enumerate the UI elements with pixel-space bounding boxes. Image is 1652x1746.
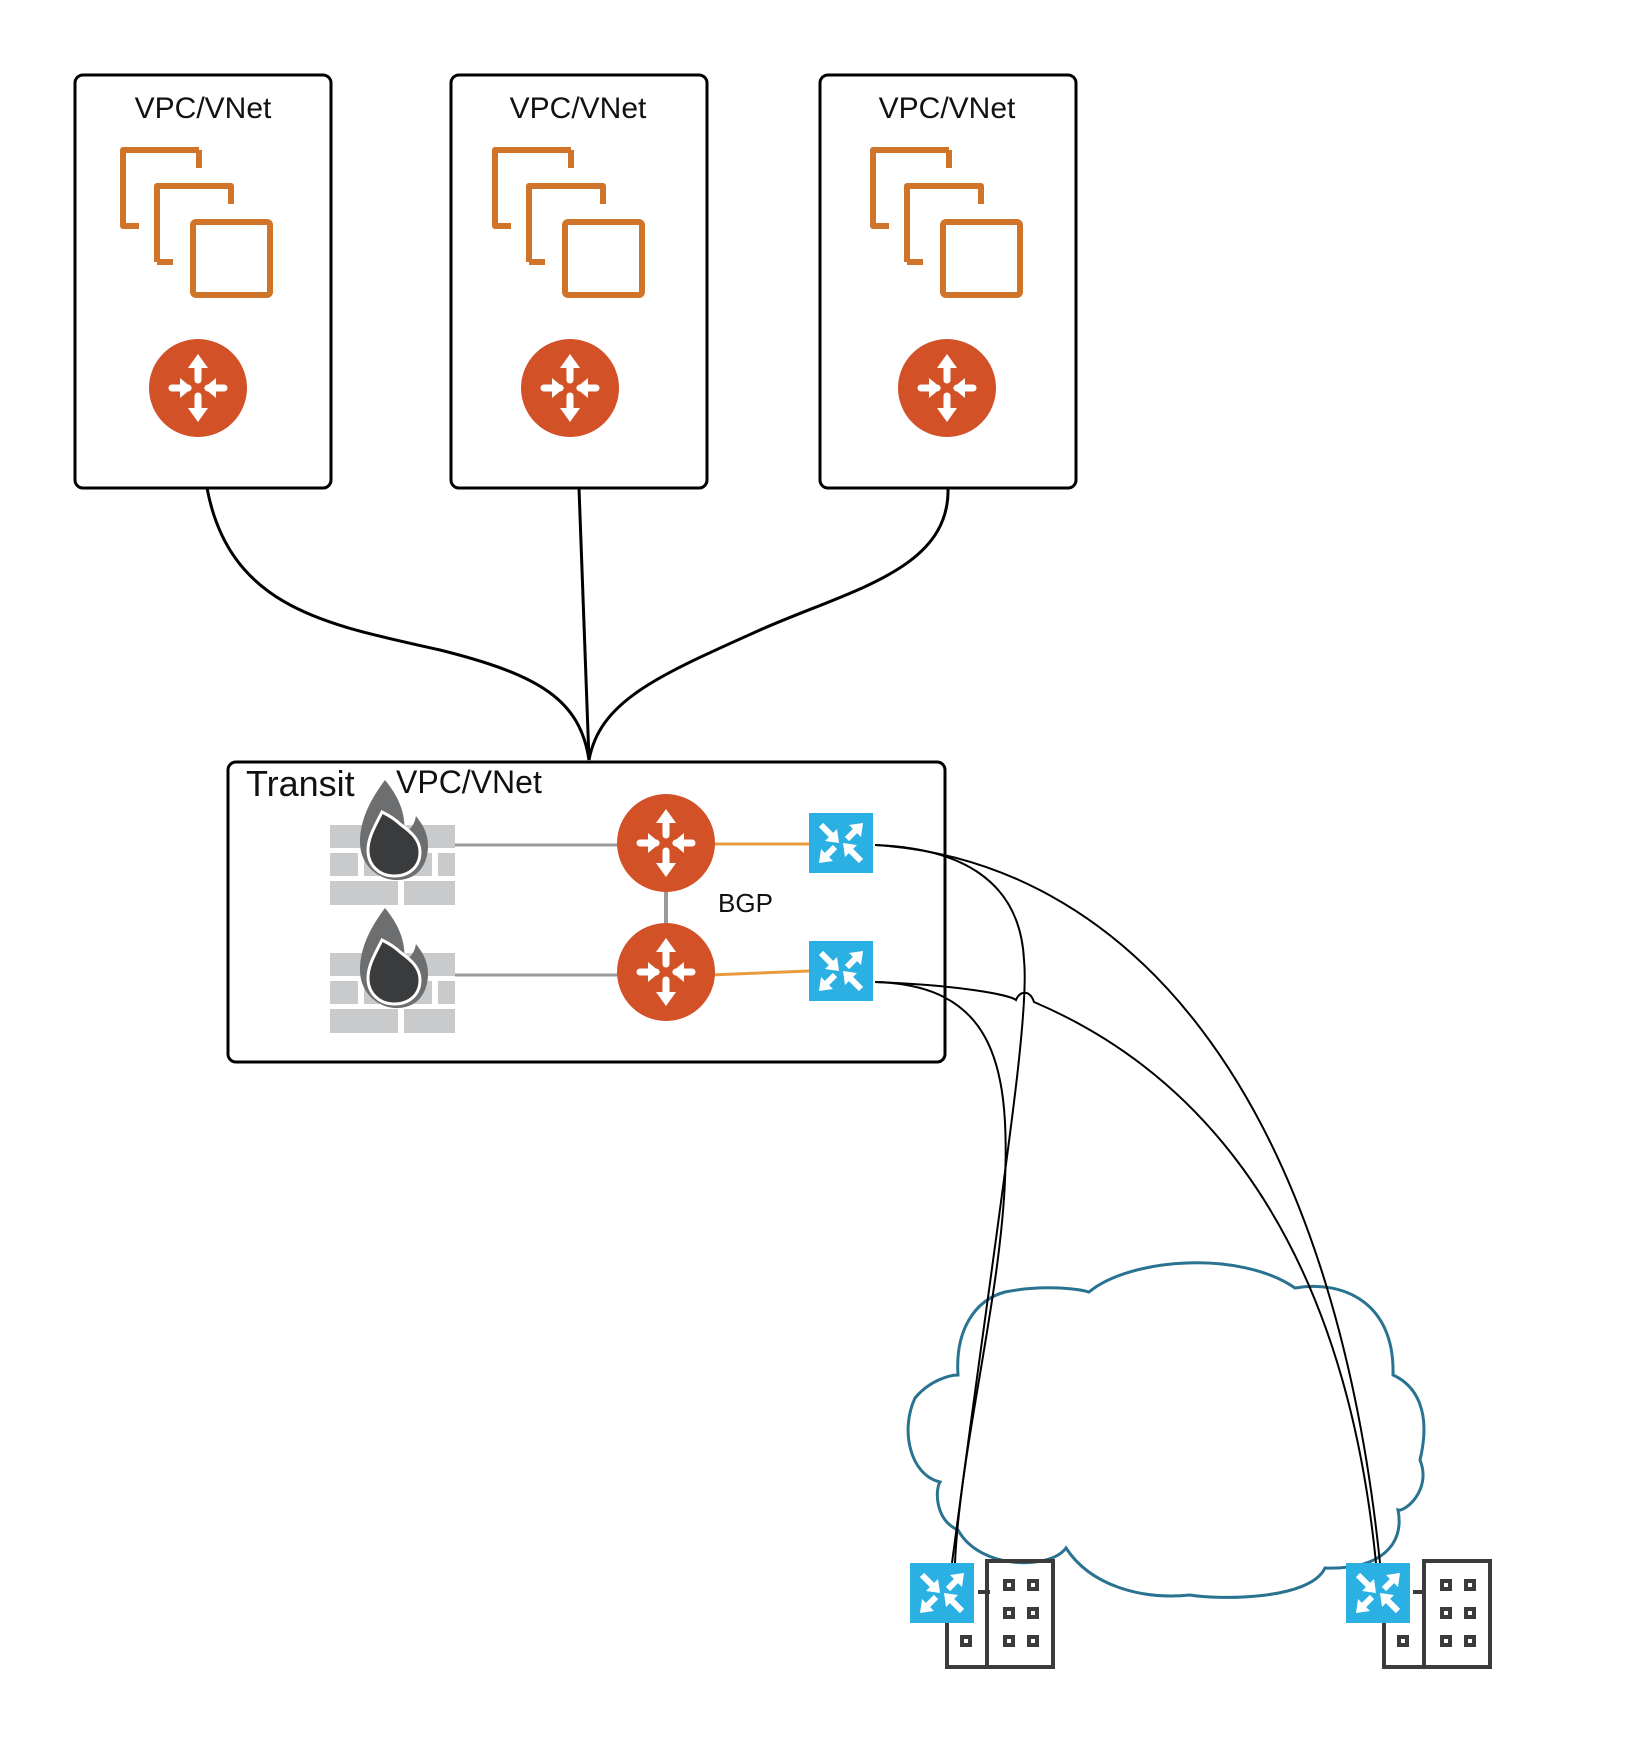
site-2[interactable] bbox=[1346, 1559, 1492, 1669]
switch-icon[interactable] bbox=[809, 813, 873, 873]
switch-icon[interactable] bbox=[1346, 1563, 1410, 1623]
spoke-link-1 bbox=[205, 487, 591, 761]
transit-vpc[interactable]: Transit VPC/VNet BGP bbox=[226, 760, 947, 1064]
transit-subtitle: VPC/VNet bbox=[396, 764, 542, 800]
spoke-vpc-1[interactable]: VPC/VNet bbox=[73, 73, 333, 490]
switch-icon[interactable] bbox=[809, 941, 873, 1001]
switch-icon[interactable] bbox=[910, 1563, 974, 1623]
spoke-links bbox=[205, 487, 950, 761]
router-icon[interactable] bbox=[898, 339, 996, 437]
wan-link-gw1-site2 bbox=[874, 844, 1381, 1564]
bgp-label: BGP bbox=[718, 888, 773, 918]
router-icon[interactable] bbox=[617, 794, 715, 892]
router-icon[interactable] bbox=[617, 923, 715, 1021]
wan-link-gw2-site1 bbox=[874, 981, 1007, 1564]
spoke-vpc-2[interactable]: VPC/VNet bbox=[449, 73, 709, 490]
spoke-vpc-label: VPC/VNet bbox=[510, 92, 647, 125]
spoke-link-2 bbox=[577, 487, 591, 761]
spoke-vpc-3[interactable]: VPC/VNet bbox=[818, 73, 1078, 490]
wan-links bbox=[874, 844, 1381, 1564]
spoke-vpc-label: VPC/VNet bbox=[879, 92, 1016, 125]
cloud-icon bbox=[906, 1261, 1426, 1599]
router-gateway-link-2 bbox=[709, 969, 810, 977]
spoke-link-3 bbox=[587, 487, 950, 761]
router-icon[interactable] bbox=[521, 339, 619, 437]
site-1[interactable] bbox=[910, 1559, 1055, 1669]
wan-link-gw2-site2 bbox=[874, 981, 1377, 1564]
transit-title: Transit bbox=[246, 763, 355, 804]
transit-links bbox=[455, 842, 810, 977]
router-icon[interactable] bbox=[149, 339, 247, 437]
spoke-vpc-label: VPC/VNet bbox=[135, 92, 272, 125]
